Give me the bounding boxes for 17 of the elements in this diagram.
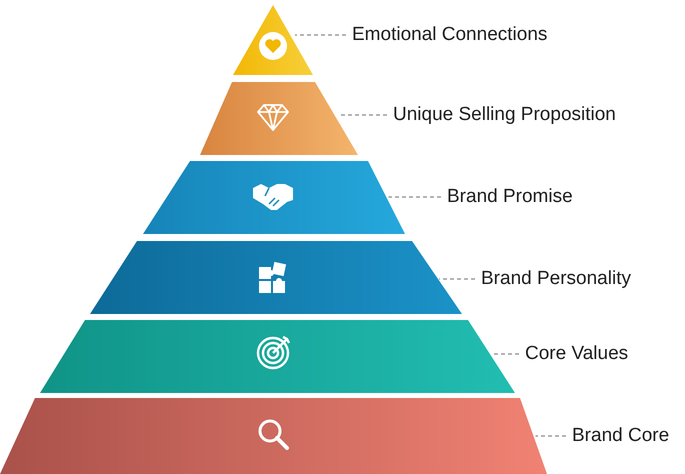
tier-label: Core Values (525, 343, 628, 365)
tier-label: Brand Core (572, 425, 670, 447)
leader-line (536, 435, 566, 437)
tier-label: Brand Personality (481, 268, 631, 290)
tier-label: Emotional Connections (352, 24, 548, 46)
pyramid-tier (40, 320, 515, 393)
pyramid-tier (200, 82, 358, 155)
tier-label: Brand Promise (447, 186, 573, 208)
leader-line (494, 353, 519, 355)
pyramid-tier (143, 161, 405, 234)
leader-line (439, 278, 475, 280)
pyramid-tier (90, 241, 462, 314)
pyramid-tier (0, 398, 547, 474)
tier-label: Unique Selling Proposition (393, 104, 616, 126)
leader-line (388, 196, 441, 198)
leader-line (338, 114, 387, 116)
leader-line (295, 34, 346, 36)
